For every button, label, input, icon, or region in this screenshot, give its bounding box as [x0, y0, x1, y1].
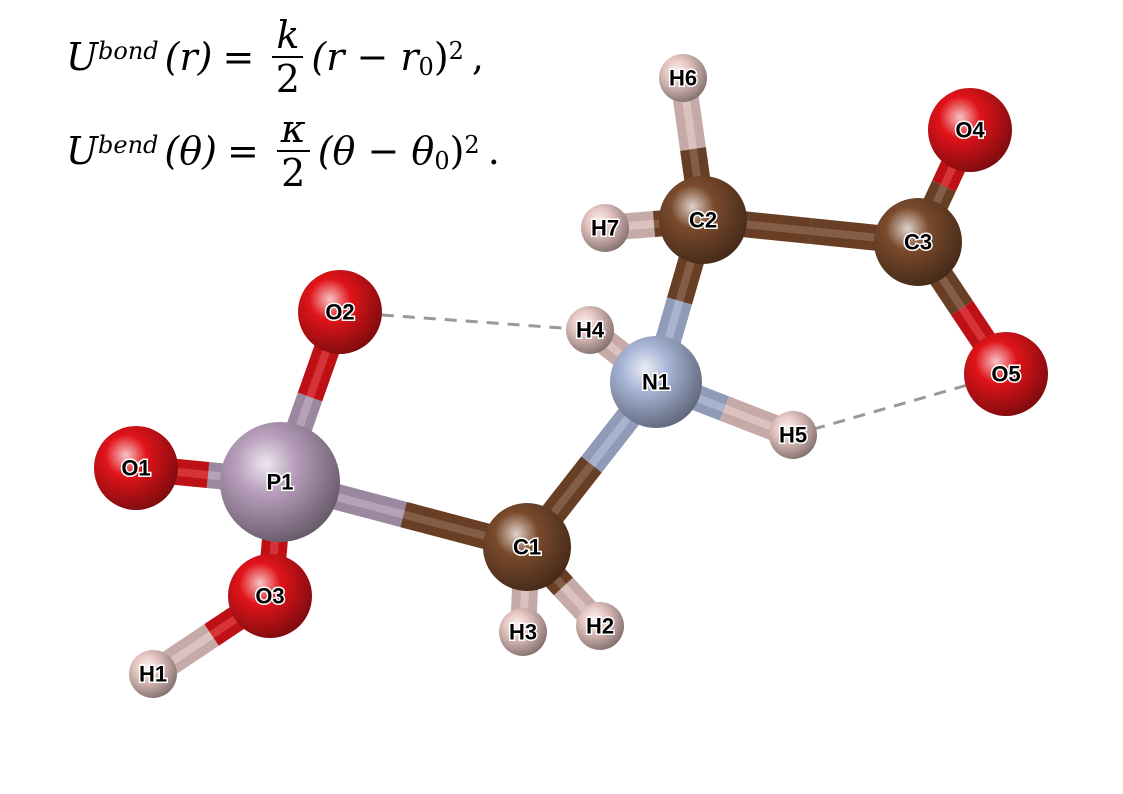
eq-bond-rhs-close: )	[433, 35, 449, 79]
eq-bend-superscript: bend	[98, 131, 159, 159]
atom-label-o3: O3	[255, 584, 284, 609]
atom-label-p1: P1	[267, 470, 294, 495]
atom-label-c3: C3	[904, 230, 932, 255]
eq-bond-argument: (r)	[164, 35, 213, 79]
eq-bond-numerator: k	[272, 14, 304, 58]
atom-label-h2: H2	[586, 614, 614, 639]
atom-h1: H1	[129, 650, 177, 698]
atom-h6: H6	[659, 54, 707, 102]
atom-label-h4: H4	[576, 318, 605, 343]
eq-bend-rhs: (θ − θ	[317, 129, 435, 173]
atom-label-h7: H7	[591, 216, 619, 241]
hydrogen-bonds	[339, 310, 1007, 437]
atom-h4: H4	[566, 306, 614, 354]
atom-o2: O2	[298, 270, 382, 354]
atom-label-h6: H6	[669, 66, 697, 91]
eq-bend-lhs: U	[66, 129, 99, 173]
atom-label-c2: C2	[689, 208, 717, 233]
eq-bend-rhs-close: )	[449, 129, 465, 173]
eq-bend-tail: .	[487, 129, 500, 173]
atom-c1: C1	[483, 503, 571, 591]
atom-h5: H5	[769, 411, 817, 459]
atom-o1: O1	[94, 426, 178, 510]
atom-o3: O3	[228, 554, 312, 638]
atom-label-h1: H1	[139, 662, 167, 687]
eq-bond-rhs: (r − r	[311, 35, 419, 79]
atom-label-n1: N1	[642, 370, 670, 395]
hbond-h5-o5	[792, 372, 1007, 437]
eq-bond-tail: ,	[471, 35, 485, 79]
atom-h2: H2	[576, 602, 624, 650]
eq-bend-rhs-subscript: 0	[434, 147, 450, 175]
eq-bend-numerator: κ	[276, 108, 310, 152]
atom-n1: N1	[610, 336, 702, 428]
eq-bond-equals: =	[222, 35, 255, 79]
eq-bond-denominator: 2	[275, 57, 300, 101]
eq-bond-power: 2	[448, 37, 464, 65]
atom-label-o4: O4	[955, 118, 985, 143]
atom-label-c1: C1	[513, 535, 541, 560]
eq-bend-equals: =	[226, 129, 259, 173]
atom-o4: O4	[928, 88, 1012, 172]
eq-bend-argument: (θ)	[164, 129, 217, 173]
atom-c3: C3	[874, 198, 962, 286]
eq-bond-lhs: U	[66, 35, 99, 79]
atom-h3: H3	[499, 608, 547, 656]
atom-label-h5: H5	[779, 423, 807, 448]
atom-h7: H7	[581, 204, 629, 252]
eq-bend-power: 2	[464, 131, 480, 159]
atom-label-o1: O1	[121, 456, 150, 481]
atom-label-h3: H3	[509, 620, 537, 645]
atom-p1: P1	[220, 422, 340, 542]
atom-c2: C2	[659, 176, 747, 264]
atom-o5: O5	[964, 332, 1048, 416]
eq-bond-rhs-subscript: 0	[418, 53, 434, 81]
atom-label-o2: O2	[325, 300, 354, 325]
atom-label-o5: O5	[991, 362, 1020, 387]
eq-bond-superscript: bond	[98, 37, 159, 65]
eq-bend-denominator: 2	[281, 151, 306, 195]
